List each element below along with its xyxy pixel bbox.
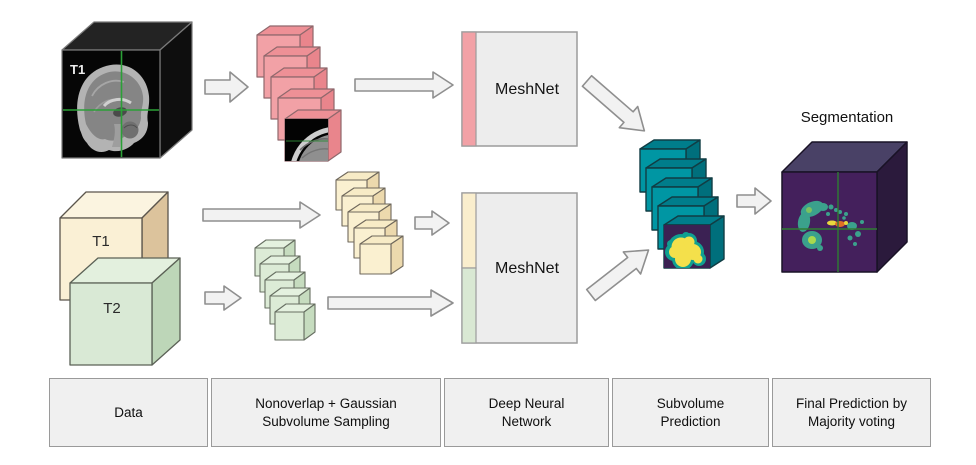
t1-mri-brain-slice [63, 51, 159, 157]
stage-label: Deep Neural Network [488, 395, 565, 429]
t1-input-label: T1 [92, 233, 110, 250]
arrow-green-subvolumes-to-meshnet-icon [327, 289, 454, 317]
meshnet-top-box: MeshNet [461, 31, 578, 147]
t2-input-cube [69, 257, 181, 366]
arrow-tan-subvolumes-to-meshnet-icon [414, 210, 450, 236]
arrow-subvolumes-to-meshnet-top-icon [354, 71, 454, 99]
meshnet-bottom-t2-stripe [461, 267, 477, 344]
stage-label: Subvolume Prediction [656, 395, 725, 429]
meshnet-bottom-t1-stripe [461, 192, 477, 269]
meshnet-top-label: MeshNet [495, 81, 560, 98]
meshnet-bottom-label: MeshNet [495, 260, 560, 277]
arrow-meshnet-top-to-prediction-icon [581, 74, 646, 132]
stage-legend-row: Data Nonoverlap + Gaussian Subvolume Sam… [49, 378, 931, 447]
arrow-t1-to-subvolumes-icon [204, 71, 249, 103]
stage-label: Final Prediction by Majority voting [795, 395, 908, 429]
stage-box-data: Data [49, 378, 208, 447]
arrow-meshnet-bottom-to-prediction-icon [585, 249, 650, 302]
arrow-t2-input-to-subvolumes-icon [204, 285, 242, 311]
meshnet-bottom-box: MeshNet [461, 192, 578, 344]
t1-mri-label: T1 [70, 62, 85, 77]
t1-input-subvolume-stack [335, 171, 404, 275]
t1-subvolume-brain-face [285, 119, 328, 161]
subvolume-prediction-face [664, 225, 710, 268]
meshnet-top-input-stripe [461, 31, 477, 147]
stage-label: Data [114, 404, 143, 420]
arrow-prediction-to-segmentation-icon [736, 187, 772, 215]
stage-box-subvolume-prediction: Subvolume Prediction [612, 378, 769, 447]
stage-box-subvolume-sampling: Nonoverlap + Gaussian Subvolume Sampling [211, 378, 441, 447]
stage-label: Nonoverlap + Gaussian Subvolume Sampling [255, 395, 397, 429]
segmentation-cube [781, 141, 908, 273]
segmentation-slice [782, 172, 877, 272]
t2-input-subvolume-stack [254, 239, 316, 341]
stage-box-final-prediction: Final Prediction by Majority voting [772, 378, 931, 447]
t2-input-label: T2 [103, 300, 121, 317]
stage-box-deep-neural-network: Deep Neural Network [444, 378, 609, 447]
segmentation-title: Segmentation [801, 109, 894, 126]
arrow-t1-input-to-subvolumes-icon [202, 201, 321, 229]
